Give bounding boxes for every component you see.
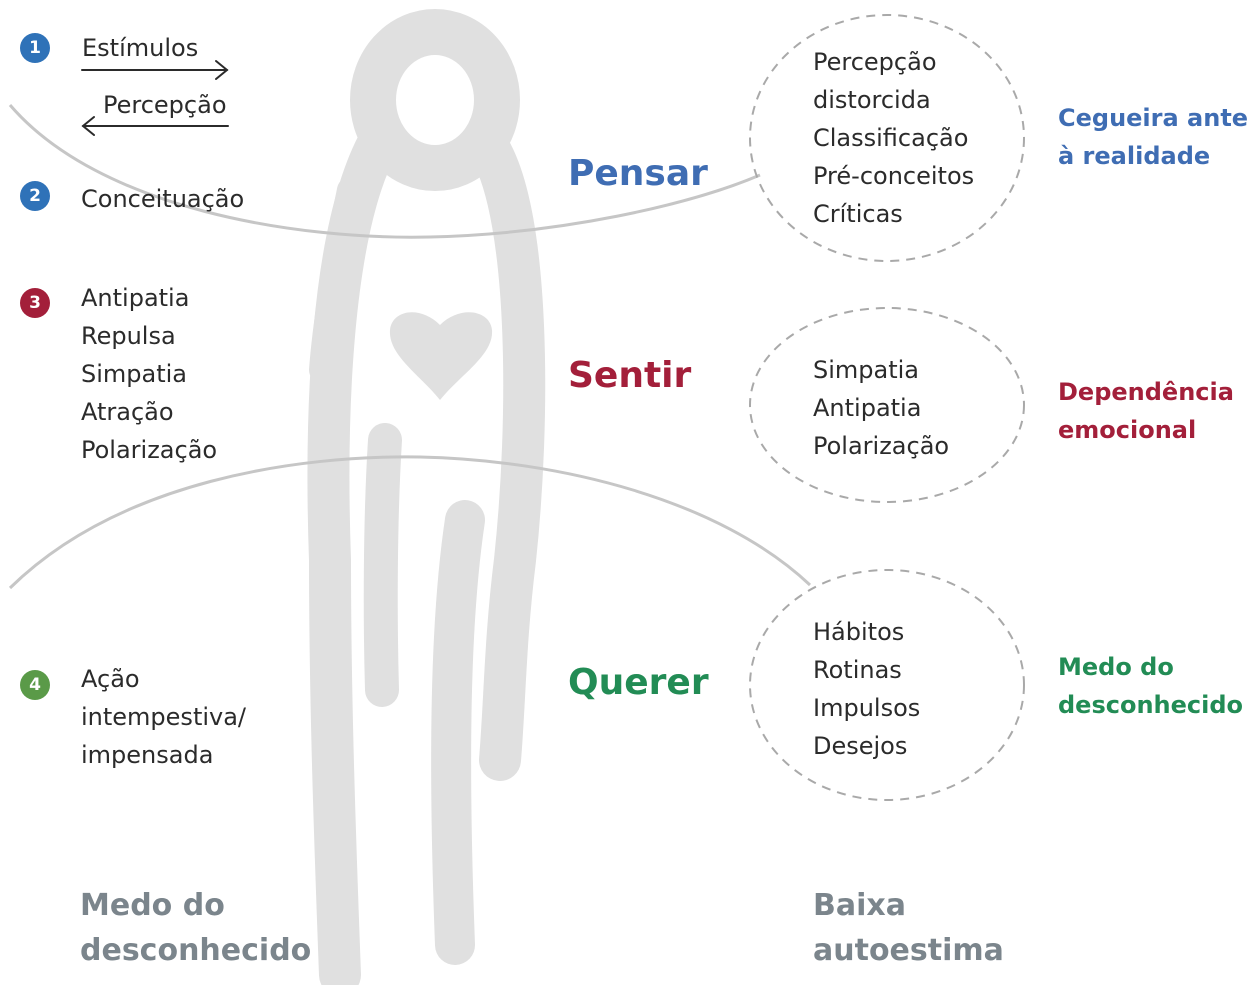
sentir-item: Simpatia [813,356,920,384]
querer-circle-list: Hábitos Rotinas Impulsos Desejos [813,613,920,765]
step-2-number: 2 [29,186,41,206]
bottom-left-label: Medo do desconhecido [80,883,311,973]
sentir-item: Polarização [813,432,950,460]
sentir-circle-list: Simpatia Antipatia Polarização [813,351,949,465]
sentir-outcome-line: Dependência [1058,378,1234,406]
zone-querer-label: Querer [568,662,709,703]
step-1-number: 1 [29,38,41,58]
step-4-item: Ação [81,665,140,693]
querer-item: Hábitos [813,618,905,646]
perception-arrow [81,116,229,136]
sentir-circle [749,307,1025,503]
step-1-perception-label: Percepção [103,91,227,119]
pensar-item: Percepção [813,48,937,76]
figure-left-arm [309,177,363,383]
step-3-item: Simpatia [81,360,188,388]
figure-head [350,9,520,191]
stimulus-arrow [81,60,229,80]
step-3-list: Antipatia Repulsa Simpatia Atração Polar… [81,279,217,469]
pensar-outcome-line: Cegueira ante [1058,104,1249,132]
querer-outcome-line: desconhecido [1058,691,1244,719]
bottom-left-line: desconhecido [80,933,312,968]
figure-arm [363,423,402,707]
querer-item: Rotinas [813,656,902,684]
pensar-outcome: Cegueira ante à realidade [1058,99,1248,175]
step-3-badge: 3 [20,288,50,318]
step-3-item: Polarização [81,436,218,464]
step-2-badge: 2 [20,181,50,211]
pensar-outcome-line: à realidade [1058,142,1211,170]
human-figure [307,9,546,985]
step-4-badge: 4 [20,670,50,700]
zone-pensar-label: Pensar [568,153,708,194]
figure-right-line [469,129,546,781]
figure-right-leg [431,500,485,965]
sentir-outcome-line: emocional [1058,416,1197,444]
querer-outcome: Medo do desconhecido [1058,648,1243,724]
querer-item: Impulsos [813,694,921,722]
step-4-item: impensada [81,741,214,769]
sentir-item: Antipatia [813,394,922,422]
bottom-left-line: Medo do [80,888,225,923]
querer-outcome-line: Medo do [1058,653,1174,681]
step-4-number: 4 [29,675,41,695]
pensar-item: distorcida [813,86,931,114]
pensar-circle [749,14,1025,262]
bottom-right-line: Baixa [813,888,906,923]
step-3-item: Repulsa [81,322,176,350]
querer-item: Desejos [813,732,908,760]
lower-arc [8,455,812,590]
step-1-badge: 1 [20,33,50,63]
sentir-outcome: Dependência emocional [1058,373,1234,449]
pensar-item: Classificação [813,124,969,152]
pensar-item: Críticas [813,200,903,228]
upper-arc [8,104,761,239]
zone-sentir-label: Sentir [568,355,692,396]
bottom-right-line: autoestima [813,933,1004,968]
step-1-stimulus-label: Estímulos [82,34,199,62]
step-3-item: Atração [81,398,174,426]
pensar-circle-list: Percepção distorcida Classificação Pré-c… [813,43,974,233]
pensar-item: Pré-conceitos [813,162,975,190]
step-3-item: Antipatia [81,284,190,312]
step-4-item: intempestiva/ [81,703,247,731]
step-2-label: Conceituação [81,185,245,213]
step-4-list: Ação intempestiva/ impensada [81,660,246,774]
querer-circle [749,569,1025,801]
bottom-right-label: Baixa autoestima [813,883,1004,973]
heart-icon [389,312,493,400]
step-3-number: 3 [29,293,41,313]
